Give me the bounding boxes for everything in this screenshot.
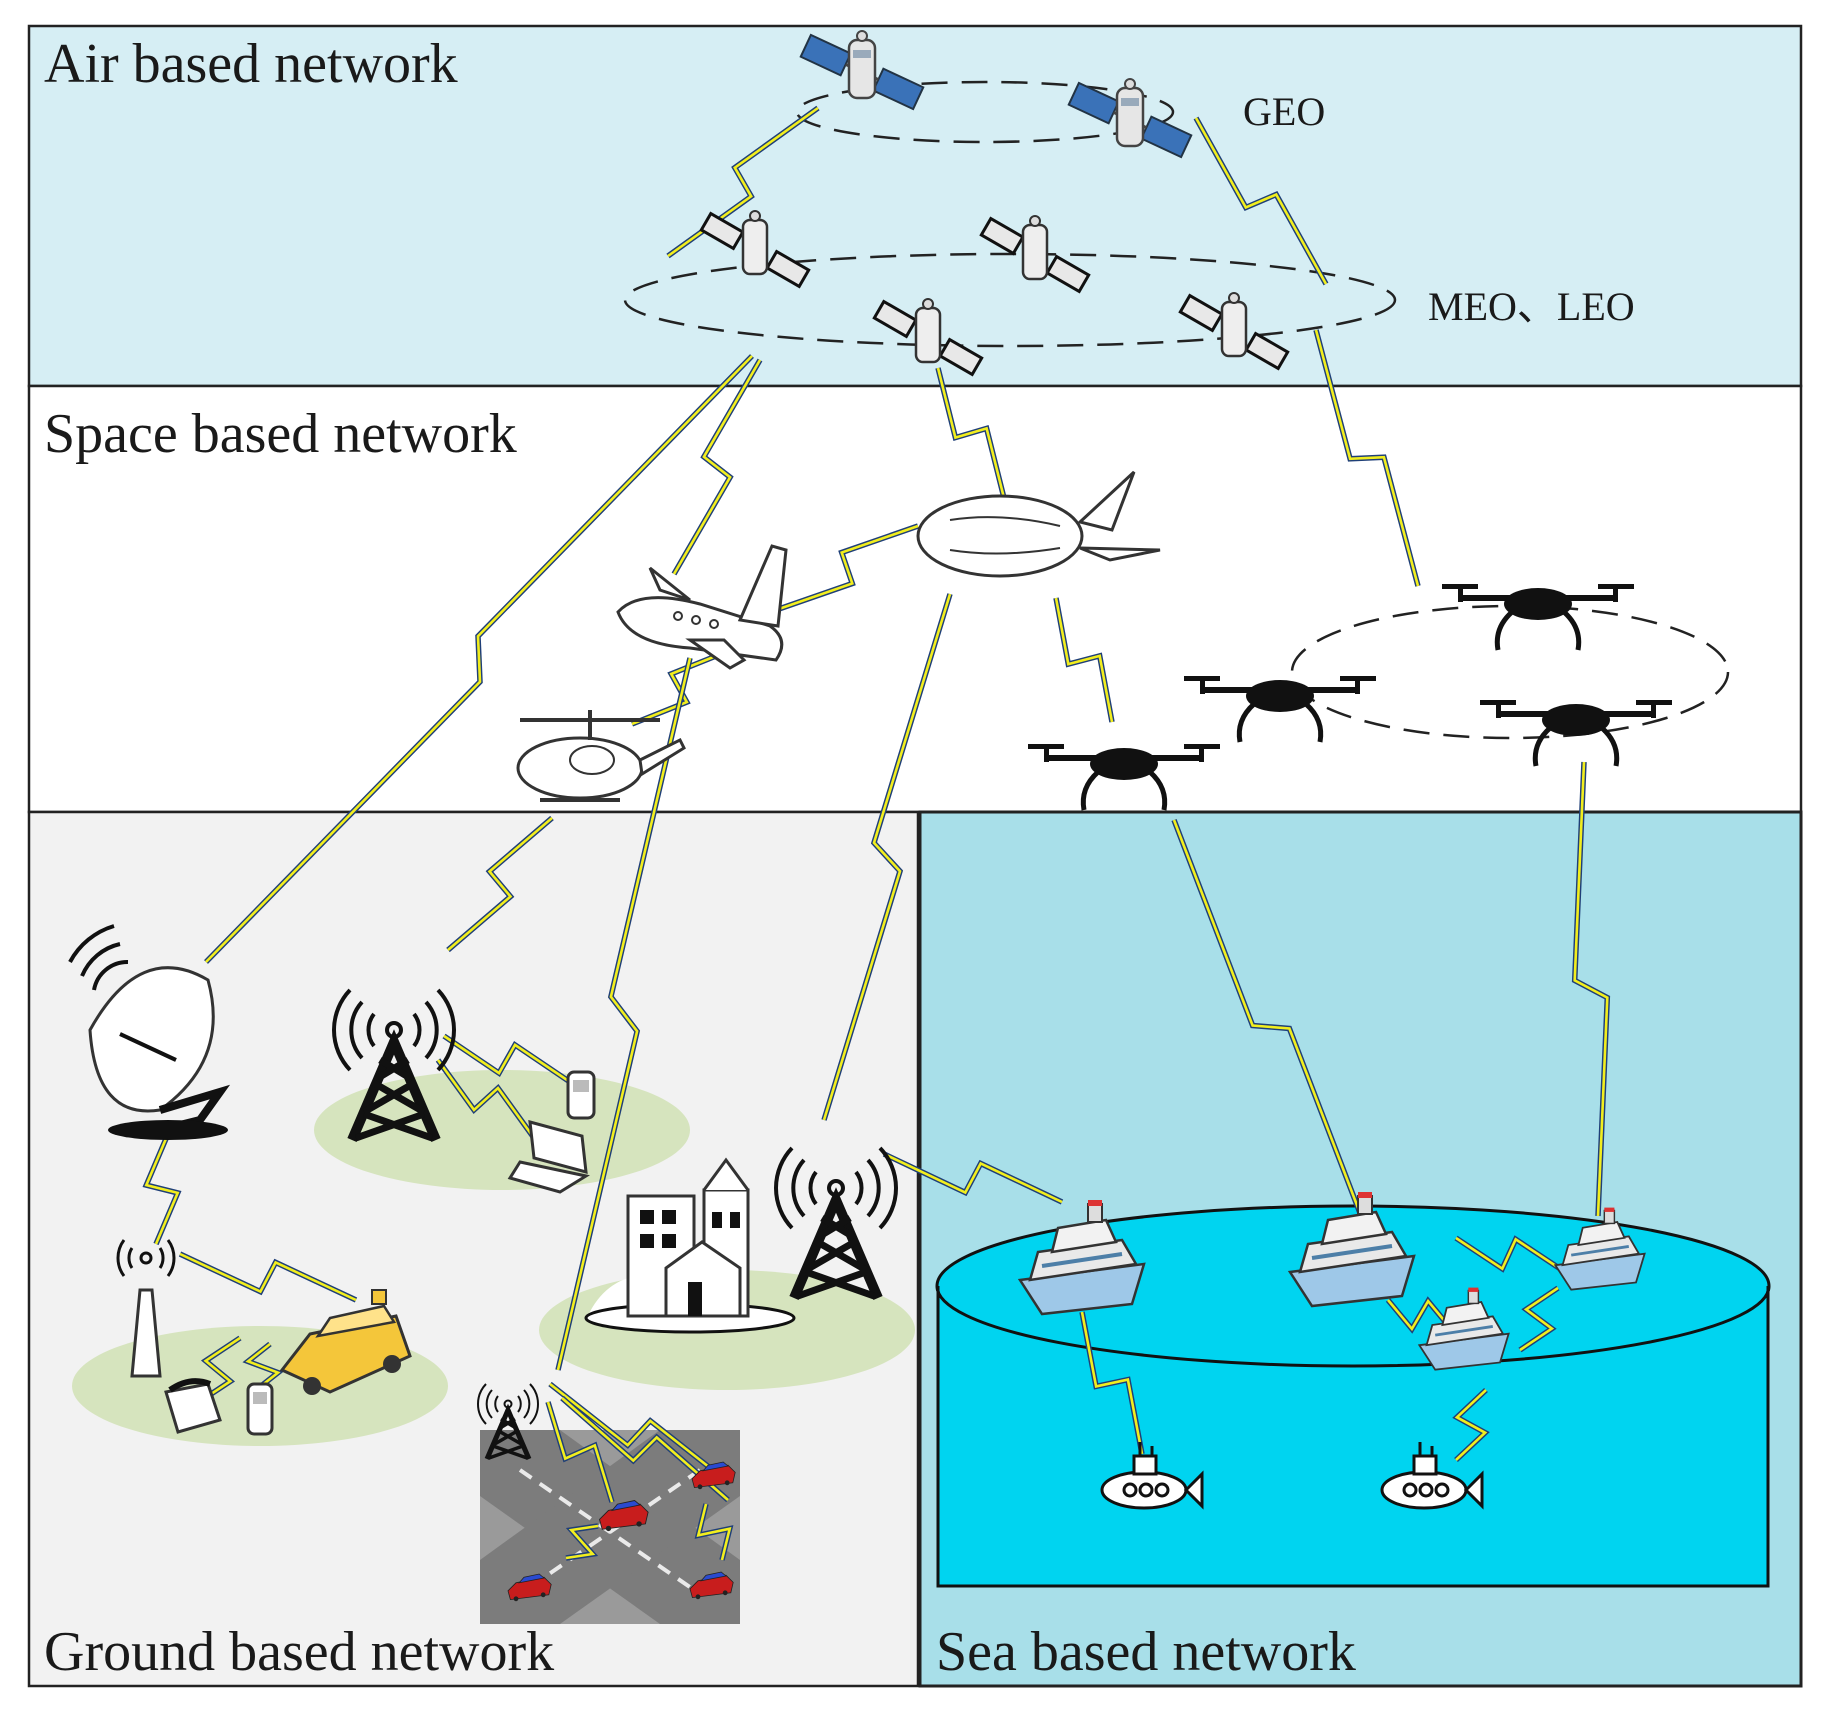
building-icon bbox=[584, 1157, 796, 1334]
communication-link-highlight bbox=[1573, 761, 1609, 1217]
space-region-label: Space based network bbox=[44, 403, 517, 465]
communication-link-highlight bbox=[1054, 597, 1114, 723]
communication-link-highlight bbox=[561, 1397, 729, 1501]
meo-leo-orbit bbox=[623, 252, 1397, 348]
meo-leo-orbit-label: MEO、LEO bbox=[1428, 284, 1635, 329]
ground-region-label: Ground based network bbox=[44, 1621, 554, 1683]
communication-link-highlight bbox=[179, 1252, 357, 1302]
geo-orbit-label: GEO bbox=[1243, 89, 1325, 134]
communication-link-highlight bbox=[1194, 117, 1328, 285]
communication-link-highlight bbox=[144, 1133, 180, 1245]
communication-link-highlight bbox=[936, 367, 1006, 499]
communication-link-highlight bbox=[1314, 329, 1420, 587]
communication-link-highlight bbox=[546, 1401, 614, 1503]
communication-link-highlight bbox=[195, 1336, 241, 1406]
communication-link-highlight bbox=[245, 1342, 281, 1392]
communication-link-highlight bbox=[775, 524, 919, 612]
car-icon bbox=[279, 1289, 412, 1395]
mobile-phone-icon bbox=[566, 1070, 596, 1120]
communication-link-highlight bbox=[1455, 1236, 1563, 1272]
laptop-icon bbox=[507, 1119, 590, 1194]
communication-link-highlight bbox=[447, 817, 553, 951]
communication-link-highlight bbox=[631, 650, 727, 726]
geo-orbit bbox=[795, 80, 1175, 144]
satellite-dish-icon bbox=[68, 924, 231, 1140]
communication-link-highlight bbox=[556, 657, 692, 1371]
communication-link-highlight bbox=[443, 1034, 571, 1084]
communication-link-highlight bbox=[1519, 1286, 1559, 1352]
mobile-phone-icon bbox=[246, 1382, 274, 1436]
sea-region-label: Sea based network bbox=[936, 1621, 1356, 1683]
communication-link-highlight bbox=[436, 1059, 536, 1139]
communication-link-highlight bbox=[1172, 819, 1370, 1235]
communication-link-highlight bbox=[205, 355, 753, 963]
phone-icon bbox=[164, 1378, 222, 1434]
communication-link-highlight bbox=[1386, 1298, 1454, 1332]
ground-region bbox=[27, 810, 920, 1688]
communication-link-highlight bbox=[696, 1503, 732, 1561]
airplane-icon bbox=[616, 544, 788, 670]
drone-formation-orbit bbox=[1290, 604, 1730, 740]
communication-link-highlight bbox=[672, 359, 762, 575]
air-region-label: Air based network bbox=[44, 33, 458, 95]
communication-link-highlight bbox=[1454, 1389, 1488, 1461]
communication-link-highlight bbox=[549, 1382, 729, 1484]
communication-link-highlight bbox=[822, 593, 952, 1121]
communication-link-highlight bbox=[565, 1524, 599, 1560]
communication-link-highlight bbox=[1080, 1311, 1144, 1455]
airship-icon bbox=[916, 470, 1161, 578]
communication-link-highlight bbox=[883, 1152, 1063, 1204]
antenna-icon bbox=[116, 1239, 176, 1378]
helicopter-icon bbox=[516, 710, 686, 802]
